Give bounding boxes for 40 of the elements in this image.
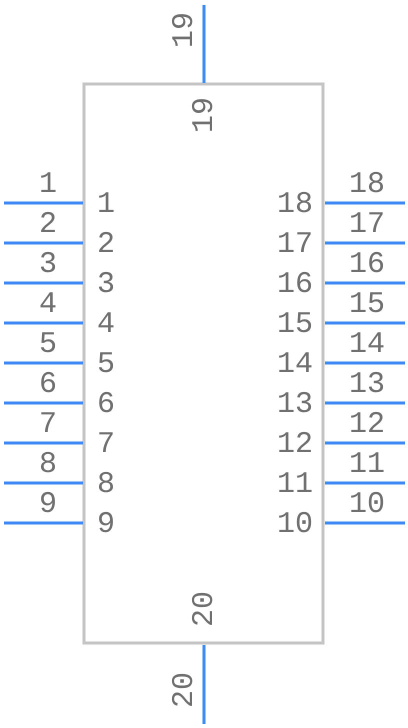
pin-number: 10 — [276, 508, 313, 542]
pin-number: 3 — [39, 248, 57, 282]
pin-number: 7 — [39, 408, 57, 442]
pin-number: 9 — [39, 488, 57, 522]
pin-number: 17 — [349, 208, 386, 242]
pin-number: 20 — [168, 672, 202, 708]
pin-number: 6 — [39, 368, 57, 402]
pin-number: 5 — [39, 328, 57, 362]
pin-number: 16 — [349, 248, 386, 282]
pin-number: 11 — [349, 448, 386, 482]
pin-number: 14 — [349, 328, 386, 362]
pin-number: 15 — [276, 308, 313, 342]
pin-number: 10 — [349, 488, 386, 522]
pin-number: 4 — [39, 288, 57, 322]
pin-number: 12 — [276, 428, 313, 462]
pin-number: 18 — [276, 188, 313, 222]
pin-number: 6 — [97, 388, 116, 422]
pin-number: 12 — [349, 408, 386, 442]
pin-number: 5 — [97, 348, 116, 382]
pin-number: 20 — [188, 591, 222, 627]
pin-number: 2 — [97, 228, 116, 262]
pin-number: 14 — [276, 348, 313, 382]
pin-number: 3 — [97, 268, 116, 302]
pin-number: 8 — [97, 468, 116, 502]
pin-number: 2 — [39, 208, 57, 242]
pin-number: 9 — [97, 508, 116, 542]
pin-number: 1 — [97, 188, 116, 222]
pin-number: 8 — [39, 448, 57, 482]
pin-number: 15 — [349, 288, 386, 322]
pin-number: 13 — [276, 388, 313, 422]
pin-number: 18 — [349, 168, 386, 202]
pin-number: 4 — [97, 308, 116, 342]
pin-number: 11 — [276, 468, 313, 502]
pin-number: 19 — [188, 97, 222, 133]
pin-number: 17 — [276, 228, 313, 262]
pin-number: 1 — [39, 168, 57, 202]
pin-number: 13 — [349, 368, 386, 402]
pin-number: 19 — [168, 12, 202, 48]
pin-number: 7 — [97, 428, 116, 462]
pin-number: 16 — [276, 268, 313, 302]
